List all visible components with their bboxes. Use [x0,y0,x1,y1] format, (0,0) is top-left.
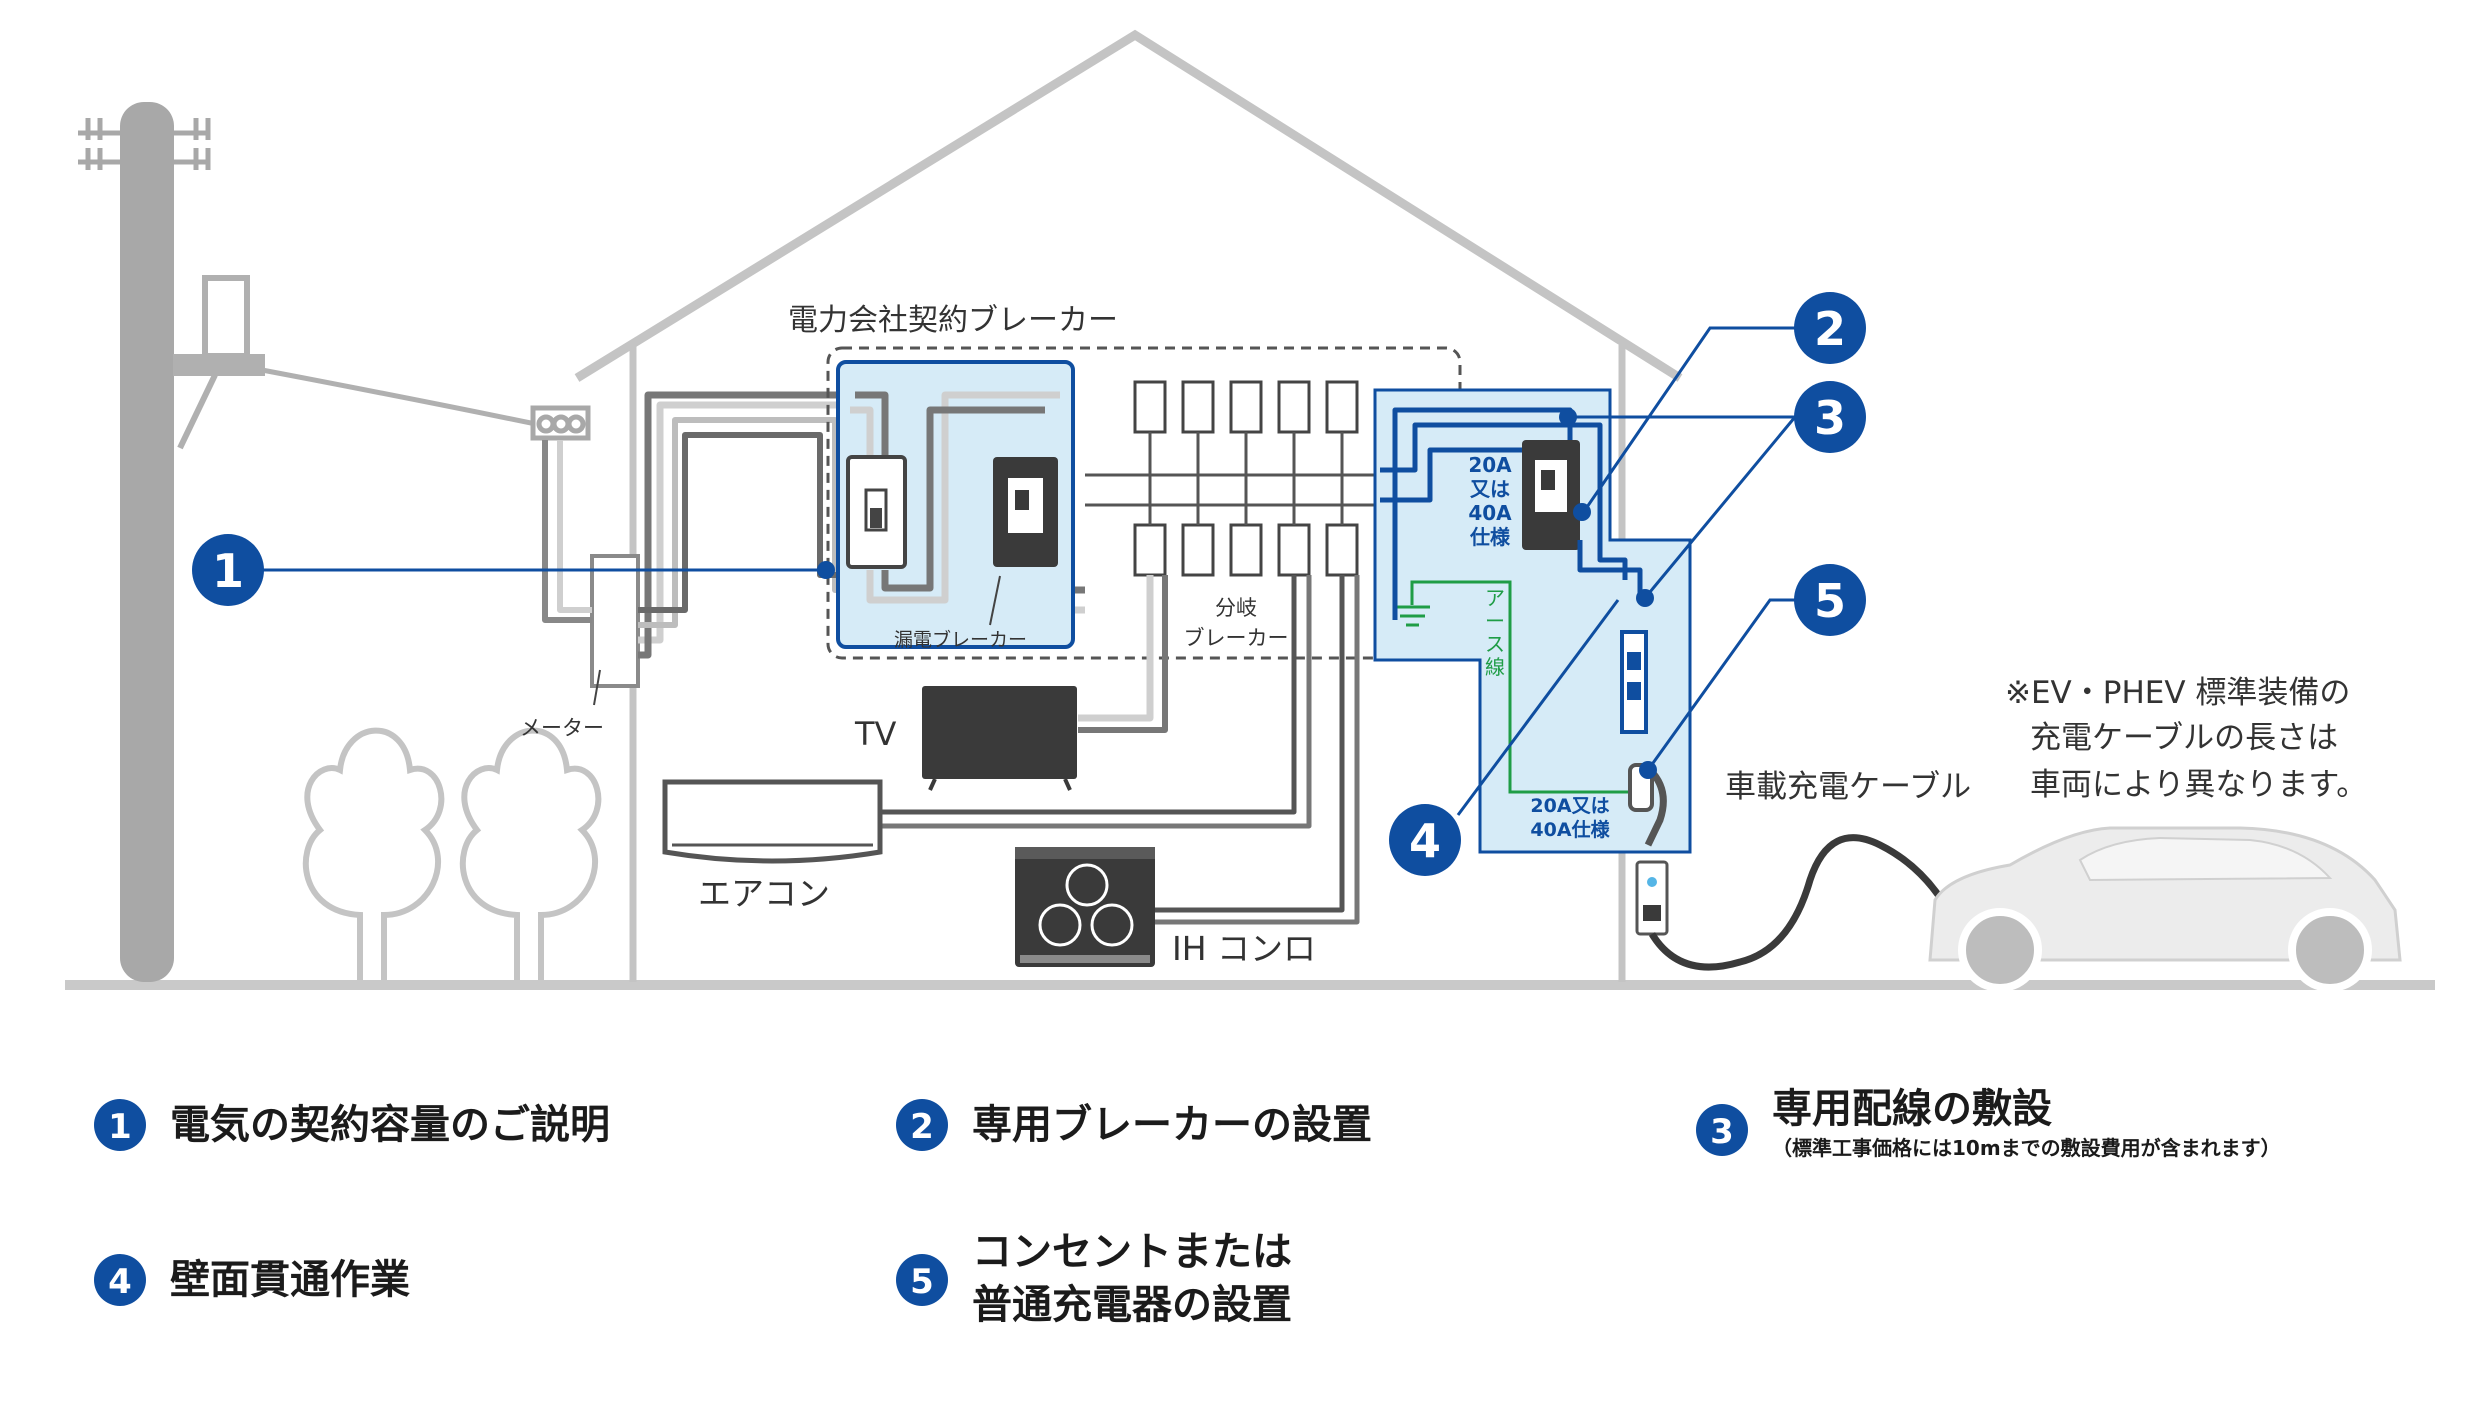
ev-breaker [1522,440,1580,550]
label-leakage-breaker: 漏電ブレーカー [894,628,1027,651]
spec-line-3: 40A [1468,501,1512,525]
legend-3-text: 専用配線の敷設 [1772,1086,2052,1132]
badge-2: 2 [1794,292,1866,364]
spec-line-4: 仕様 [1469,525,1511,549]
badge-1-num: 1 [212,544,244,598]
legend-item-5: 5 コンセントまたは 普通充電器の設置 [896,1229,1292,1328]
legend-2-text: 専用ブレーカーの設置 [972,1102,1372,1148]
earth-char-2: ー [1485,609,1505,633]
service-insulator [530,405,591,441]
badge-5-num: 5 [1814,574,1846,628]
legend-item-3: 3 専用配線の敷設 （標準工事価格には10mまでの敷設費用が含まれます） [1696,1086,2281,1160]
label-tv: TV [854,715,897,753]
label-earth-wire: ア ー ス 線 [1485,586,1505,679]
label-branch-breaker-1: 分岐 [1215,596,1257,620]
legend-4-text: 壁面貫通作業 [170,1257,410,1303]
legend-item-4: 4 壁面貫通作業 [94,1254,410,1306]
utility-pole-icon [78,102,211,982]
house-outline [574,29,1683,382]
meter-pointer [593,669,601,706]
ev-car-icon [1928,826,2402,992]
legend-5-text-2: 普通充電器の設置 [972,1282,1292,1328]
legend-4-num: 4 [108,1262,132,1302]
earth-char-1: ア [1485,586,1505,610]
label-outlet-spec-1: 20A又は [1530,795,1609,817]
charge-plug-icon [1628,763,1669,936]
tree-icon [302,727,445,980]
label-ih: IH コンロ [1172,929,1316,968]
badge-2-num: 2 [1814,302,1846,356]
label-onboard-cable: 車載充電ケーブル [1725,769,1971,805]
onboard-cable-line [1649,834,1948,971]
label-contract-breaker: 電力会社契約ブレーカー [788,303,1118,338]
ground-line [65,980,2435,990]
badge-3: 3 [1794,381,1866,453]
earth-wire [1450,580,1640,794]
legend-3-num: 3 [1710,1112,1734,1152]
leakage-breaker [993,457,1058,567]
label-aircon: エアコン [698,874,830,913]
appliance-wiring [880,575,1360,925]
callout-lines [263,326,1797,816]
legend-1-text: 電気の契約容量のご説明 [170,1102,610,1148]
badge-3-num: 3 [1814,391,1846,445]
spec-line-2: 又は [1470,477,1510,501]
branch-breaker-row-bottom [1133,523,1359,577]
legend-item-2: 2 専用ブレーカーの設置 [896,1099,1372,1151]
ev-circuit-panel [1373,388,1692,854]
air-conditioner-icon [662,779,883,864]
tree-icon [459,727,602,980]
legend-3-sub: （標準工事価格には10mまでの敷設費用が含まれます） [1772,1136,2281,1160]
badge-4-num: 4 [1409,814,1441,868]
meter-box [590,554,640,688]
note-line-1: ※EV・PHEV 標準装備の [2005,675,2350,711]
legend-1-num: 1 [108,1107,132,1147]
service-drop [261,367,556,431]
branch-breaker-row-top [1133,380,1359,434]
label-meter: メーター [520,716,604,740]
tv-icon [922,686,1077,791]
note-line-3: 車両により異なります。 [2030,767,2367,803]
spec-line-1: 20A [1468,453,1512,477]
ih-cooktop-icon [1015,847,1155,967]
callout-dots [817,408,1657,779]
leakage-pointer [989,575,1001,626]
charging-outlet-icon [1620,630,1648,734]
transformer-icon [173,275,265,450]
branch-bus [1085,432,1395,525]
contract-breaker-panel [836,360,1075,649]
legend-5-num: 5 [910,1262,934,1302]
legend-5-text-1: コンセントまたは [972,1229,1292,1275]
badge-5: 5 [1794,564,1866,636]
earth-char-3: ス [1485,632,1505,656]
label-ev-breaker-spec: 20A 又は 40A 仕様 [1468,453,1512,549]
legend-2-num: 2 [910,1107,934,1147]
badge-4: 4 [1389,804,1461,876]
main-breaker [846,455,907,569]
note-line-2: 充電ケーブルの長さは [2030,720,2338,756]
earth-ground-icon [1395,580,1450,627]
earth-char-4: 線 [1485,655,1505,679]
badge-1: 1 [192,534,264,606]
label-branch-breaker-2: ブレーカー [1184,626,1289,650]
legend-item-1: 1 電気の契約容量のご説明 [94,1099,610,1151]
label-outlet-spec-2: 40A仕様 [1530,818,1610,841]
